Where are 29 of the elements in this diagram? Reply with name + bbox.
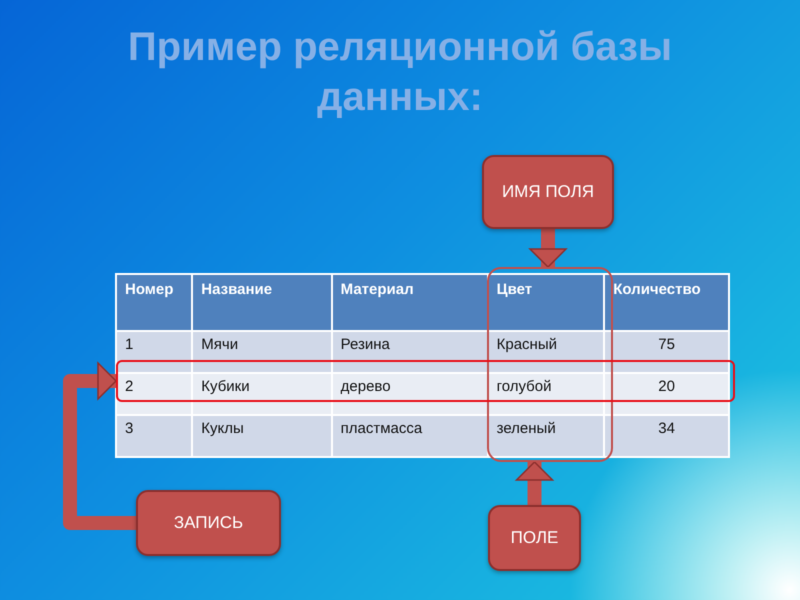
table-cell: пластмасса xyxy=(332,415,488,457)
block-arrow xyxy=(63,362,136,530)
callout-box: ЗАПИСЬ xyxy=(136,490,281,556)
column-header: Количество xyxy=(604,274,729,331)
callout-box: ПОЛЕ xyxy=(488,505,581,571)
table-cell: 3 xyxy=(116,415,192,457)
table-cell: зеленый xyxy=(488,415,604,457)
table-cell: голубой xyxy=(488,373,604,415)
table-cell: 75 xyxy=(604,331,729,373)
column-header: Название xyxy=(192,274,332,331)
table-cell: дерево xyxy=(332,373,488,415)
table-cell: 2 xyxy=(116,373,192,415)
table-cell: 20 xyxy=(604,373,729,415)
callout-box: ИМЯ ПОЛЯ xyxy=(482,155,614,229)
table-cell: 1 xyxy=(116,331,192,373)
table-cell: 34 xyxy=(604,415,729,457)
table-cell: Резина xyxy=(332,331,488,373)
table-cell: Куклы xyxy=(192,415,332,457)
table-cell: Мячи xyxy=(192,331,332,373)
block-arrow xyxy=(529,229,567,268)
table-cell: Красный xyxy=(488,331,604,373)
highlight-outline xyxy=(487,267,613,462)
column-header: Цвет xyxy=(488,274,604,331)
block-arrow xyxy=(516,461,554,505)
column-header: Номер xyxy=(116,274,192,331)
table-cell: Кубики xyxy=(192,373,332,415)
column-header: Материал xyxy=(332,274,488,331)
slide-title: Пример реляционной базы данных: xyxy=(126,24,674,121)
highlight-outline xyxy=(116,360,735,402)
